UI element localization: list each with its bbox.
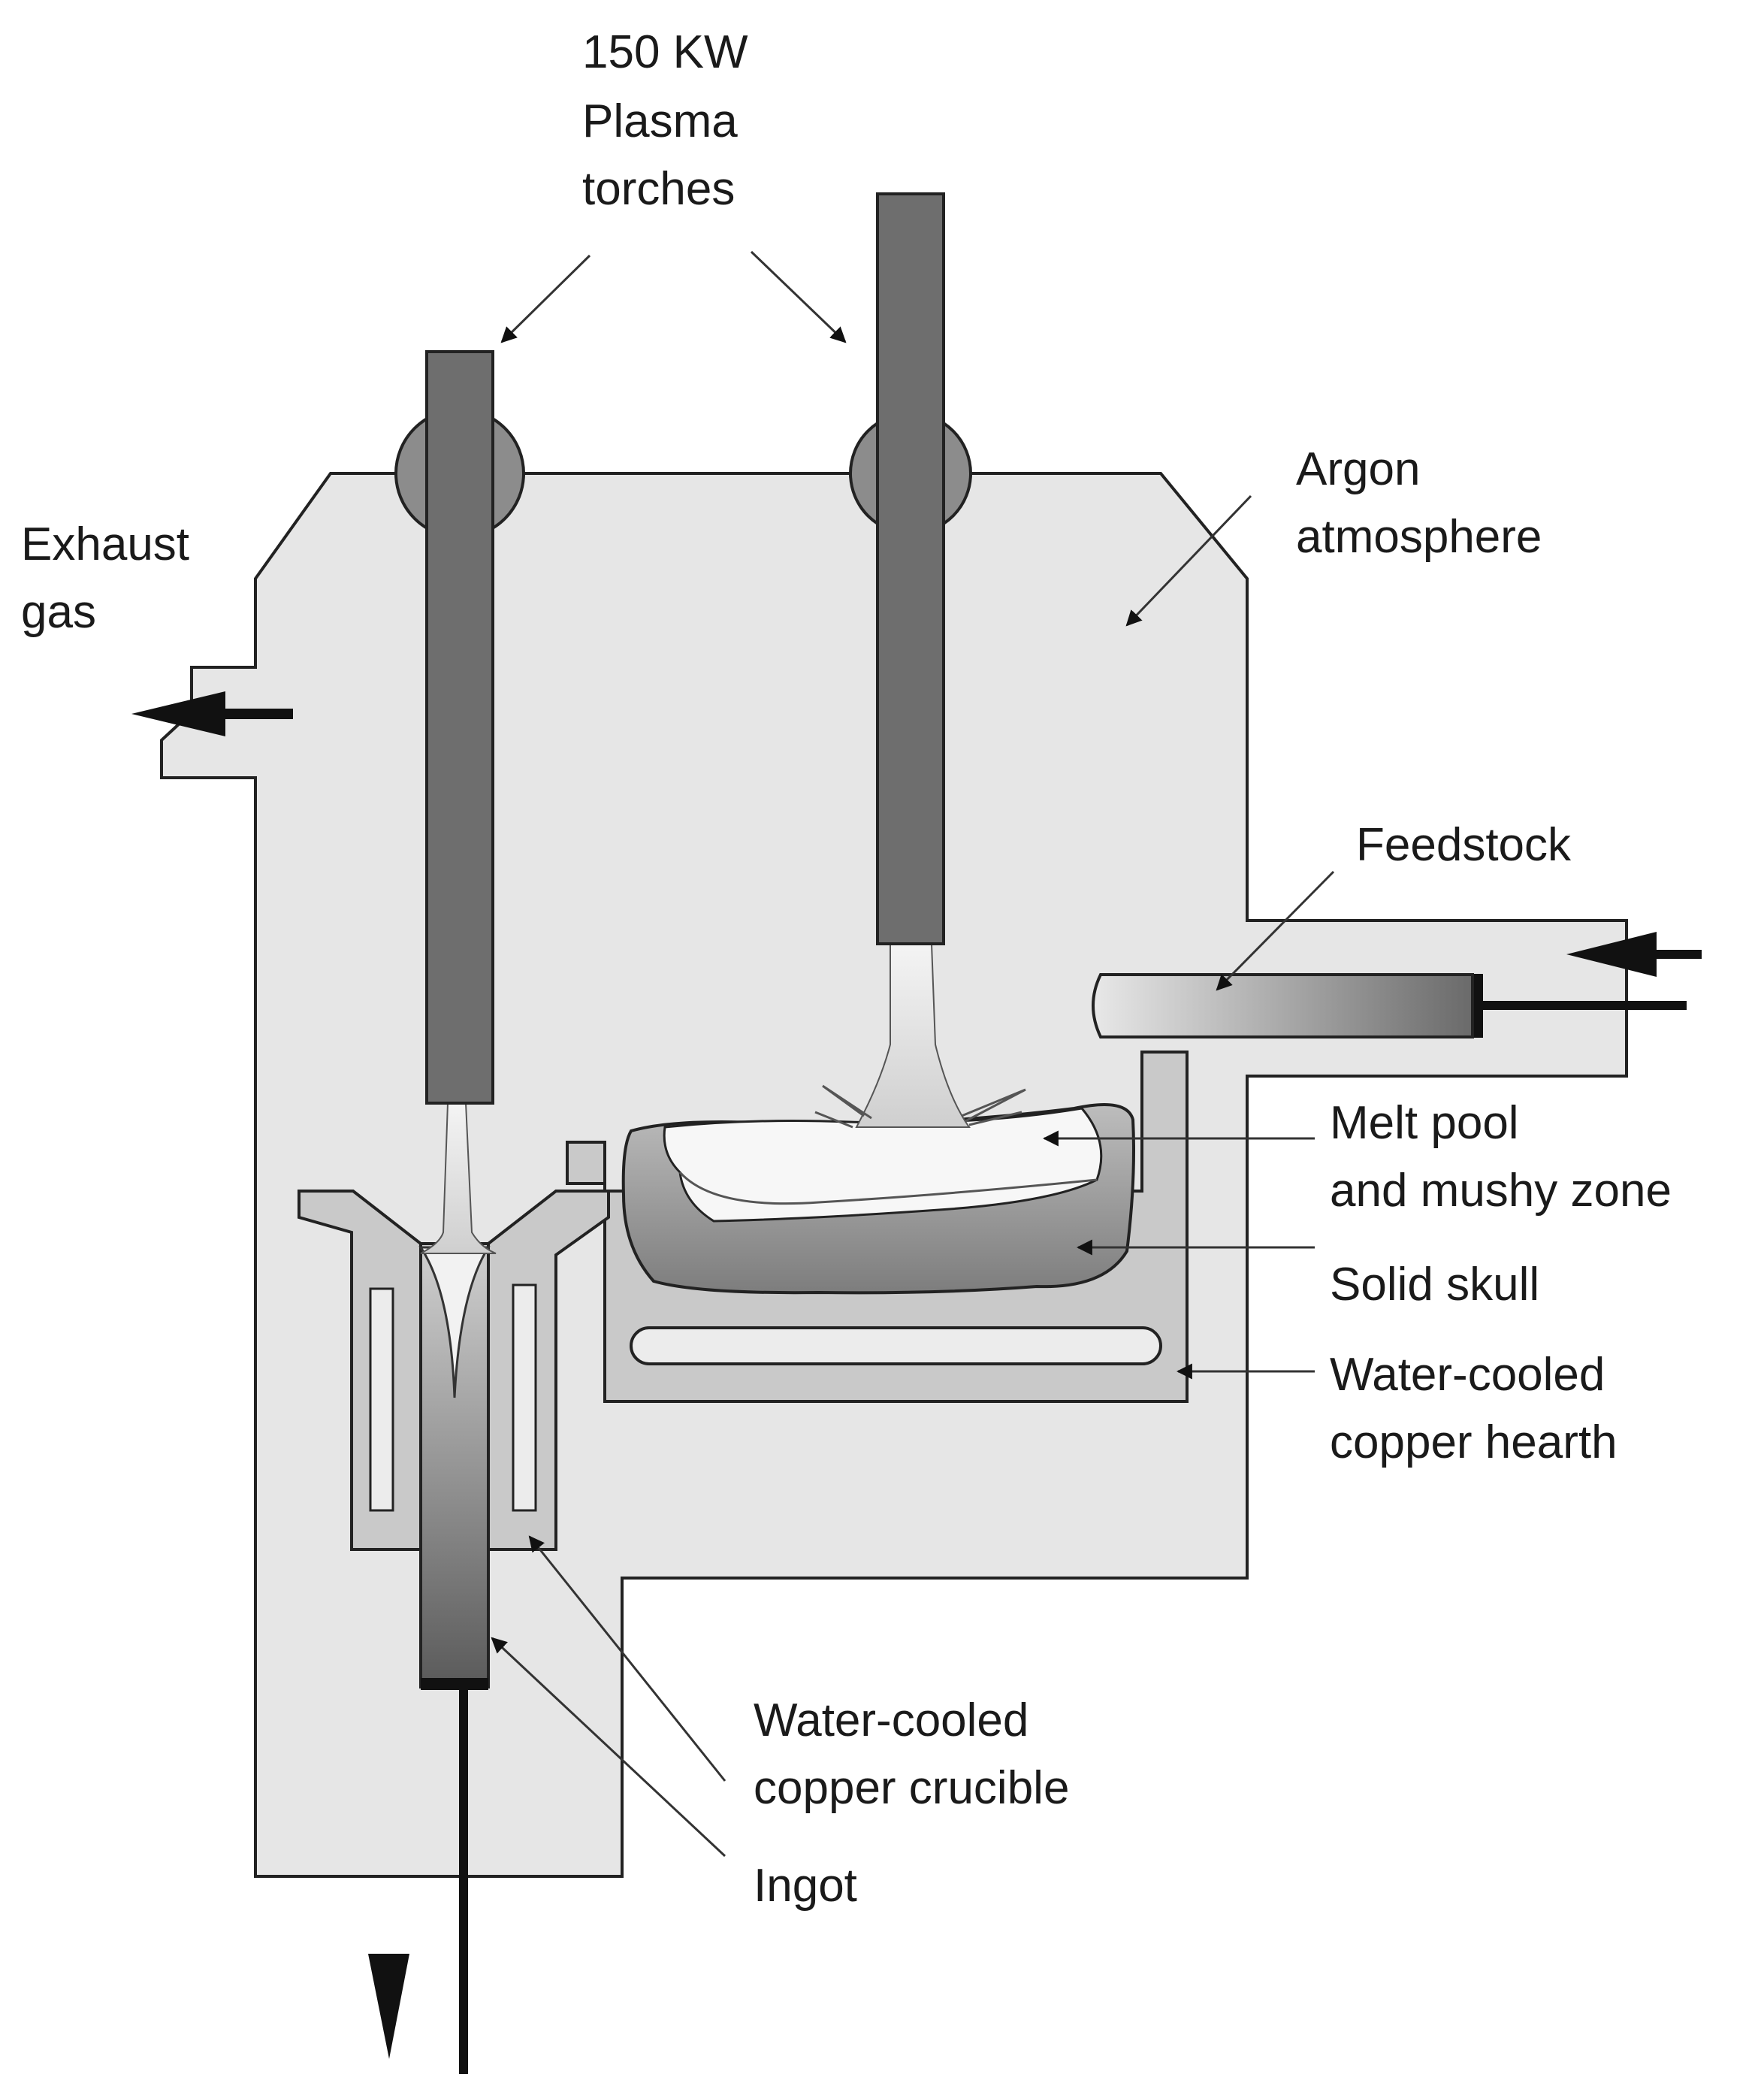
arrow-icon [1566,932,1702,977]
label-torches: 150 KW Plasma torches [582,26,761,215]
plasma-torch-left [394,350,525,1105]
crucible-cooling-channel-left [369,1287,394,1512]
plasma-torch-right [849,192,972,945]
arrow-icon [131,691,293,736]
label-ingot: Ingot [754,1860,857,1912]
leader-torch-right [750,250,847,343]
arrow-icon [368,1954,409,2059]
leader-torch-left [500,254,591,343]
ingot [418,1242,491,2074]
leader-argon [1125,494,1252,627]
plasma-plume-left [420,1102,497,1254]
label-copper-hearth: Water-cooled copper hearth [1330,1349,1618,1468]
label-argon-atmosphere: Argon atmosphere [1296,443,1542,563]
label-feedstock: Feedstock [1356,819,1572,871]
feedstock-rod [1092,973,1687,1038]
leader-feedstock [1216,870,1335,991]
leader-ingot [491,1637,726,1858]
copper-crucible [298,1190,610,1580]
hearth-cooling-channel [630,1326,1162,1365]
leader-crucible [528,1535,726,1782]
label-exhaust-gas: Exhaust gas [21,518,202,638]
crucible-cooling-channel-right [512,1283,537,1512]
melt-pool [663,1107,1103,1223]
plasma-plume-right [814,943,1026,1129]
label-solid-skull: Solid skull [1330,1259,1539,1311]
label-melt-pool: Melt pool and mushy zone [1330,1097,1672,1217]
label-copper-crucible: Water-cooled copper crucible [754,1694,1069,1814]
